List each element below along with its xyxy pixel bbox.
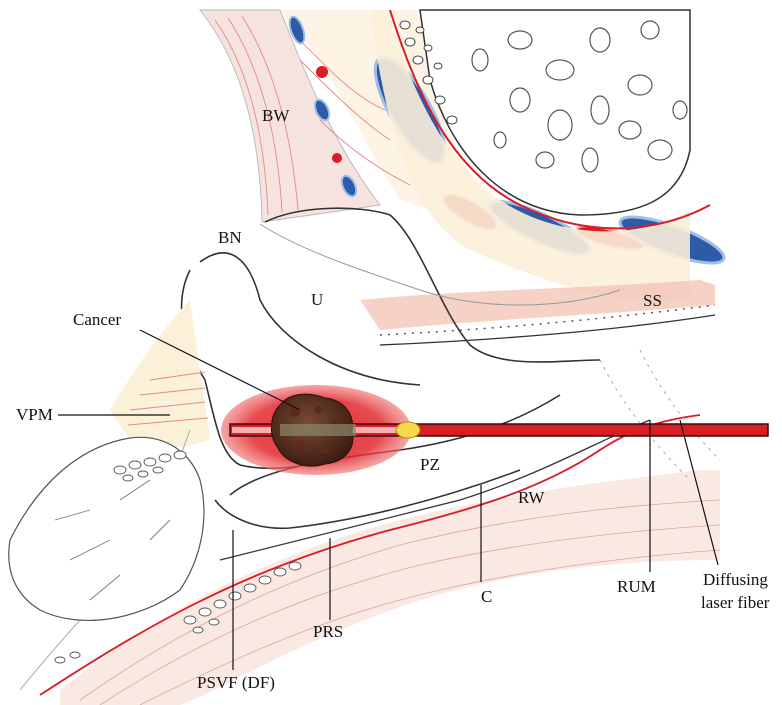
label-pz: PZ (420, 455, 440, 474)
label-ss: SS (643, 291, 662, 310)
label-c: C (481, 587, 492, 606)
label-cancer: Cancer (73, 310, 121, 329)
tumor (271, 394, 356, 466)
label-diffusing-line1: Diffusing (703, 570, 768, 589)
label-diffusing-line2: laser fiber (701, 593, 770, 612)
laser-ablation (221, 385, 768, 475)
label-rw: RW (518, 488, 545, 507)
label-prs: PRS (313, 622, 343, 641)
label-rum: RUM (617, 577, 656, 596)
label-bw: BW (262, 106, 290, 125)
label-u: U (311, 290, 323, 309)
label-psvf: PSVF (DF) (197, 673, 275, 692)
laser-tip (396, 422, 420, 438)
label-vpm: VPM (16, 405, 53, 424)
ss-region (360, 280, 715, 345)
label-bn: BN (218, 228, 242, 247)
